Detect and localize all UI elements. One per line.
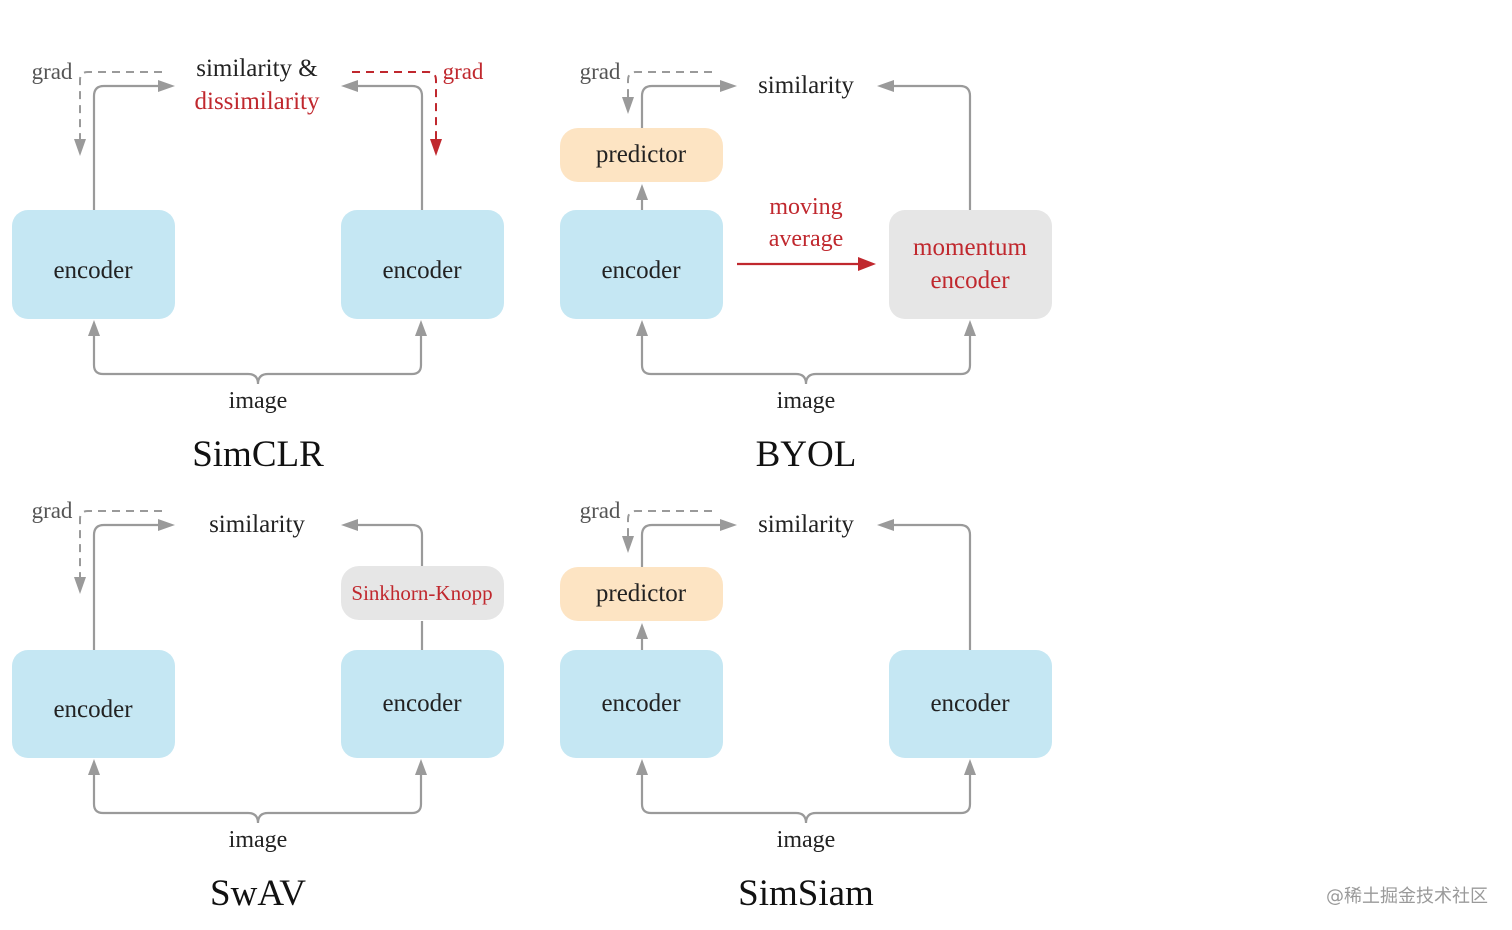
swav-encoder-left-label: encoder [53,696,133,723]
simclr-grad-right-path [352,71,437,140]
simsiam-arrow-to-left-encoder [636,759,648,775]
simclr-image-label: image [229,388,288,414]
simsiam-title: SimSiam [738,873,874,914]
watermark: @稀土掘金技术社区 [1326,886,1488,907]
swav-encoder-right-label: encoder [382,690,462,717]
simsiam-image-brace [640,770,972,824]
byol-image-label: image [777,388,836,414]
simclr-image-brace [92,330,423,385]
swav-encoder-left [12,650,175,758]
simsiam-encoder-left [560,650,723,758]
swav-encoder-right [341,650,504,758]
simclr-left-up-line [92,84,160,210]
simclr-right-similarity-arrow [341,80,358,92]
simclr-grad-right-label: grad [443,59,484,84]
simclr-grad-left-arrow [74,139,86,156]
panel-simclr: image encoder encoder grad grad similari… [12,55,504,475]
simsiam-grad-label: grad [580,498,621,523]
byol-grad-label: grad [580,59,621,84]
swav-image-brace [92,770,423,824]
byol-momentum-encoder [889,210,1052,319]
simsiam-right-similarity-arrow [877,519,894,531]
simclr-grad-left-path [79,71,162,140]
simsiam-encoder-right [889,650,1052,758]
simclr-grad-right-arrow [430,139,442,156]
swav-sinkhorn-knopp [341,566,504,620]
simsiam-encoder-right-label: encoder [930,690,1010,717]
byol-grad-path [627,71,712,98]
simclr-encoder-right [341,210,504,319]
byol-predictor-arrow [636,184,648,200]
swav-grad-arrow [74,577,86,594]
simclr-grad-left-label: grad [32,59,73,84]
byol-momentum-label-line2: encoder [930,267,1010,294]
panel-byol: image encoder momentum encoder moving av… [560,59,1052,475]
swav-arrow-to-right-encoder [415,759,427,775]
simsiam-similarity-label: similarity [758,511,854,538]
byol-encoder [560,210,723,319]
byol-image-brace [640,330,972,385]
swav-right-up-line [356,523,424,566]
simsiam-predictor-arrow [636,623,648,639]
byol-left-similarity-arrow [720,80,737,92]
byol-arrow-to-momentum-encoder [964,320,976,336]
byol-encoder-label: encoder [601,257,681,284]
simsiam-grad-arrow [622,536,634,553]
simsiam-encoder-left-label: encoder [601,690,681,717]
simclr-arrow-to-left-encoder [88,320,100,336]
simclr-similarity-label: similarity & [196,55,318,82]
byol-left-up-line [640,84,722,128]
swav-sinkhorn-label: Sinkhorn-Knopp [351,581,492,605]
byol-moving-average-arrow [858,257,876,271]
byol-momentum-label-line1: momentum [913,234,1027,261]
simclr-left-similarity-arrow [158,80,175,92]
simsiam-predictor [560,567,723,621]
byol-right-up-line [892,84,972,210]
byol-grad-arrow [622,97,634,114]
byol-moving-label: moving [769,194,842,220]
simclr-encoder-left-label: encoder [53,257,133,284]
swav-title: SwAV [210,873,306,914]
byol-similarity-label: similarity [758,72,854,99]
simclr-arrow-to-right-encoder [415,320,427,336]
byol-arrow-to-encoder [636,320,648,336]
swav-arrow-to-left-encoder [88,759,100,775]
swav-left-similarity-arrow [158,519,175,531]
panel-swav: image encoder encoder Sinkhorn-Knopp sim… [12,498,504,914]
simclr-encoder-left [12,210,175,319]
byol-right-similarity-arrow [877,80,894,92]
simsiam-arrow-to-right-encoder [964,759,976,775]
byol-average-label: average [769,226,844,252]
swav-similarity-label: similarity [209,511,305,538]
simclr-dissimilarity-label: dissimilarity [195,88,321,115]
simsiam-image-label: image [777,827,836,853]
byol-title: BYOL [756,434,857,475]
swav-image-label: image [229,827,288,853]
simclr-encoder-right-label: encoder [382,257,462,284]
simclr-title: SimCLR [192,434,324,475]
simsiam-left-similarity-arrow [720,519,737,531]
swav-right-similarity-arrow [341,519,358,531]
simclr-right-up-line [356,84,424,210]
swav-left-up-line [92,523,160,650]
simsiam-grad-path [627,510,712,537]
byol-predictor-label: predictor [596,141,687,168]
simsiam-right-up-line [892,523,972,650]
swav-grad-path [79,510,162,578]
swav-grad-label: grad [32,498,73,523]
simsiam-left-up-line [640,523,722,567]
byol-predictor [560,128,723,182]
simsiam-predictor-label: predictor [596,580,687,607]
panel-simsiam: image encoder encoder predictor similari… [560,498,1052,914]
